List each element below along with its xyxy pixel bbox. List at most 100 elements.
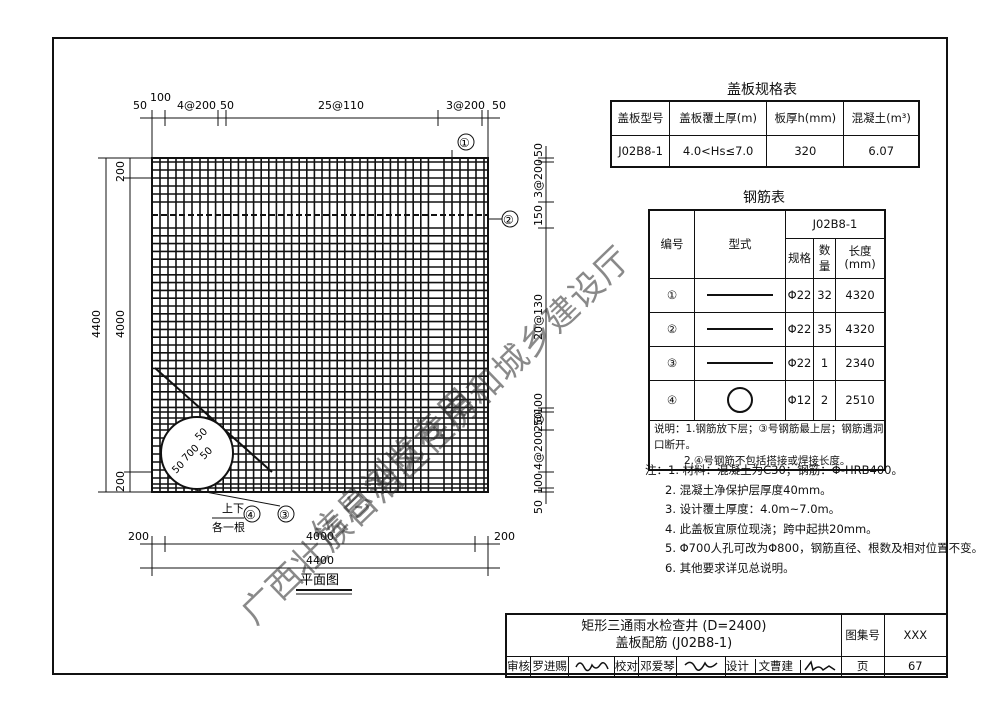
dim-right-upper-1: 3@200: [532, 159, 545, 198]
rebar-shape-line: [694, 277, 786, 313]
dim-bottom-2: 200: [494, 530, 515, 543]
check-signature: [676, 655, 726, 677]
rebar-qty: 1: [813, 345, 837, 381]
dim-bottom-0: 200: [128, 530, 149, 543]
marker-2: ②: [503, 213, 514, 227]
spec-header-2: 板厚h(mm): [766, 100, 845, 136]
rebar-spec: Φ22: [784, 345, 815, 381]
review-label: 审核: [505, 655, 531, 677]
rebar-spec: Φ22: [784, 311, 815, 347]
rebar-table: 编号 型式 J02B8-1 规格 数量 长度(mm) ① Φ22 32 4320…: [648, 209, 886, 471]
dim-left-0: 4400: [90, 310, 103, 338]
note-4: 4. 此盖板宜原位现浇；跨中起拱20mm。: [665, 521, 878, 536]
rebar-header-len: 长度(mm): [835, 237, 886, 279]
rebar-header-spec: 规格: [784, 237, 815, 279]
plan-title: 平面图: [300, 573, 339, 588]
rebar-no: ④: [648, 379, 695, 421]
review-signature: [568, 655, 615, 677]
right-dimensions: [538, 146, 554, 504]
rebar-shape-circle: [694, 379, 786, 421]
top-dimensions: [140, 110, 500, 158]
spec-header-1: 盖板覆土厚(m): [669, 100, 768, 136]
atlas-label: 图集号: [840, 613, 885, 657]
rebar-shape-line: [694, 311, 786, 347]
dim-right-lower-2: 4@200: [532, 431, 545, 470]
spec-table: 盖板型号 盖板覆土厚(m) 板厚h(mm) 混凝土(m³) J02B8-1 4.…: [610, 100, 920, 168]
spec-cell-0: J02B8-1: [610, 134, 671, 168]
general-notes: 注：1. 材料：混凝土为C30；钢筋：Φ-HRB400。 2. 混凝土净保护层厚…: [645, 461, 983, 578]
leader-line: [194, 489, 281, 507]
rebar-note-2: 2.④号钢筋不包括搭接或焊接长度。: [684, 454, 851, 467]
design-cell: 设计 文曹建: [724, 655, 842, 677]
dim-right-lower-1: 2@100: [532, 393, 545, 432]
rebar-table-title: 钢筋表: [743, 190, 785, 206]
check-name: 邓爱琴: [637, 655, 678, 677]
dim-left-1: 4000: [114, 310, 127, 338]
side-note-top: 上下: [222, 502, 244, 515]
dim-top-1: 100: [150, 91, 171, 104]
dim-bottom-1: 4000: [306, 530, 334, 543]
spec-cell-3: 6.07: [843, 134, 920, 168]
rebar-shape-line: [694, 345, 786, 381]
manhole-hole: [160, 416, 234, 490]
rebar-no: ③: [648, 345, 695, 381]
dim-top-3: 50: [220, 99, 234, 112]
rebar-qty: 35: [813, 311, 837, 347]
dim-right-lower-4: 50: [532, 500, 545, 514]
rebar-row: ④ Φ12 2 2510: [648, 379, 886, 421]
rebar-len: 2510: [835, 379, 886, 421]
rebar-qty: 32: [813, 277, 837, 313]
rebar-no: ②: [648, 311, 695, 347]
note-1: 注：1. 材料：混凝土为C30；钢筋：Φ-HRB400。: [645, 463, 903, 477]
rebar-notes: 说明：1.钢筋放下层；③号钢筋最上层；钢筋遇洞口断开。 2.④号钢筋不包括搭接或…: [648, 419, 886, 470]
note-2: 2. 混凝土净保护层厚度40mm。: [665, 482, 832, 497]
page-label: 页: [840, 655, 885, 677]
rebar-header-shape: 型式: [694, 209, 786, 279]
rebar-len: 4320: [835, 311, 886, 347]
rebar-qty: 2: [813, 379, 837, 421]
marker-1: ①: [459, 136, 470, 150]
rebar-header-no: 编号: [648, 209, 695, 279]
dim-top-0: 50: [133, 99, 147, 112]
dim-left-3: 200: [114, 471, 127, 492]
dim-right-upper-2: 150: [532, 205, 545, 226]
dim-right-mid: 20@130: [532, 294, 545, 340]
marker-4: ④: [245, 508, 256, 522]
title-block-title: 矩形三通雨水检查井 (D=2400) 盖板配筋 (J02B8-1): [505, 613, 842, 657]
side-note-bottom: 各一根: [212, 520, 245, 534]
marker-3: ③: [279, 508, 290, 522]
dim-left-2: 200: [114, 161, 127, 182]
spec-cell-2: 320: [766, 134, 845, 168]
page-value: 67: [883, 655, 948, 677]
dim-right-lower-0: 50: [532, 412, 545, 426]
rebar-row: ① Φ22 32 4320: [648, 277, 886, 313]
rebar-spec: Φ22: [784, 277, 815, 313]
note-6: 6. 其他要求详见总说明。: [665, 560, 795, 575]
dim-top-2: 4@200: [177, 99, 216, 112]
title-line-2: 盖板配筋 (J02B8-1): [615, 636, 733, 652]
atlas-value: XXX: [883, 613, 948, 657]
dim-bottom-3: 4400: [306, 554, 334, 567]
dim-top-6: 50: [492, 99, 506, 112]
rebar-spec: Φ12: [784, 379, 815, 421]
rebar-no: ①: [648, 277, 695, 313]
rebar-row: ③ Φ22 1 2340: [648, 345, 886, 381]
drawing-frame: [52, 37, 948, 675]
slab-outline: [151, 157, 489, 493]
left-dimensions: [98, 157, 152, 493]
rebar-header-group: J02B8-1: [785, 209, 886, 239]
design-signature: [799, 659, 841, 674]
spec-table-title: 盖板规格表: [727, 82, 797, 98]
dim-top-5: 3@200: [446, 99, 485, 112]
design-name: 文曹建: [754, 659, 797, 673]
rebar-len: 2340: [835, 345, 886, 381]
rebar-len: 4320: [835, 277, 886, 313]
design-label: 设计: [725, 659, 749, 673]
note-5: 5. Φ700人孔可改为Φ800，钢筋直径、根数及相对位置不变。: [665, 541, 984, 555]
spec-header-0: 盖板型号: [610, 100, 671, 136]
bottom-dimensions: [140, 536, 500, 576]
title-block: 矩形三通雨水检查井 (D=2400) 盖板配筋 (J02B8-1) 图集号 XX…: [505, 613, 948, 678]
dim-right-upper-0: 50: [532, 143, 545, 157]
dim-right-lower-3: 100: [532, 473, 545, 494]
